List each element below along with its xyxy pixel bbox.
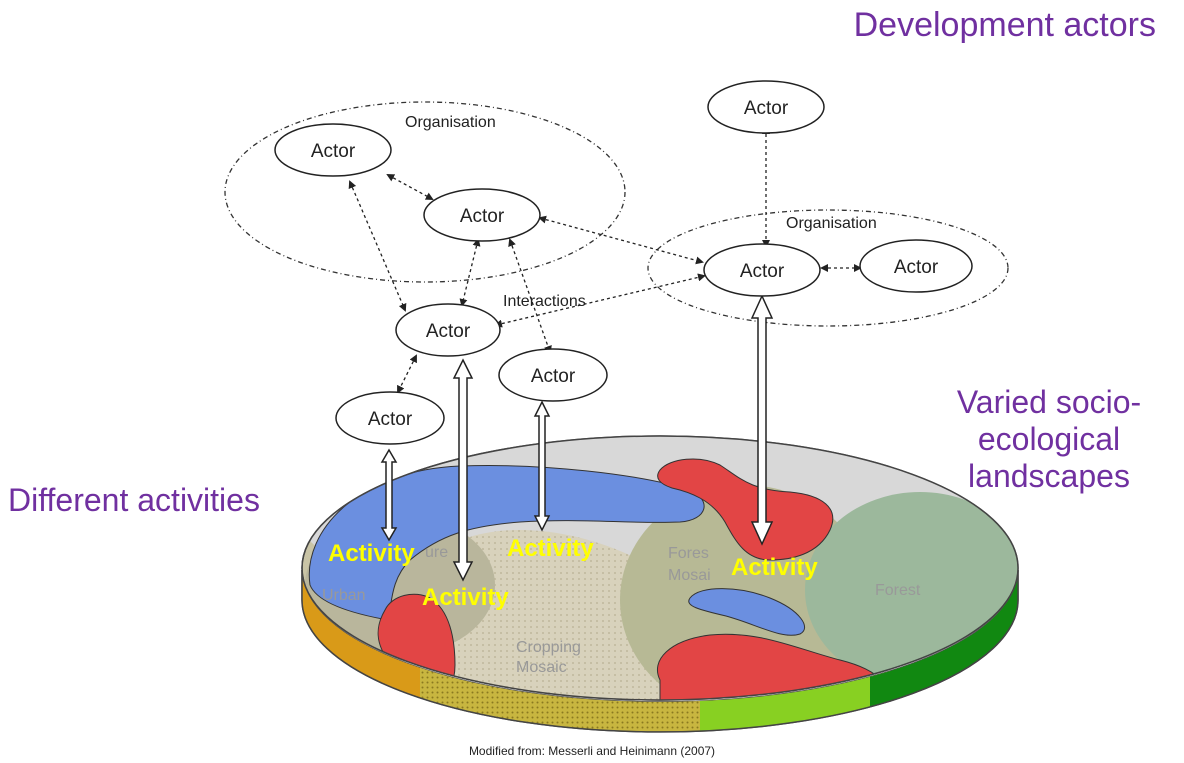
organisation-label-right: Organisation [786, 215, 877, 232]
zone-label-forest: Forest [875, 582, 921, 599]
actor-node-3: Actor [335, 391, 445, 445]
actor-label: Actor [426, 321, 471, 342]
zone-label-urban: Urban [322, 587, 366, 604]
landscape-disc: Urban ure Fores Mosai Cropping Mosaic Fo… [301, 435, 1019, 701]
arrow-actor4-actor3 [397, 354, 417, 394]
arrow-actor1-actor4 [348, 180, 407, 312]
actor-label: Actor [894, 257, 939, 278]
actor-node-4: Actor [395, 303, 501, 357]
label-line-2: ecological [977, 421, 1121, 458]
actor-label: Actor [744, 98, 789, 119]
actor-node-8: Actor [703, 243, 821, 297]
actor-label: Actor [311, 141, 356, 162]
activity-label-1: Activity [328, 540, 415, 567]
actor-label: Actor [740, 261, 785, 282]
zone-label-forest-mosaic-1: Fores [668, 545, 709, 562]
arrow-actor2-actor8 [538, 215, 704, 265]
arrow-actor1-actor2 [386, 174, 434, 200]
actor-node-7: Actor [707, 80, 825, 134]
arrow-actor2-actor4 [459, 238, 481, 307]
block-arrow-actor3 [380, 448, 398, 542]
activity-label-2: Activity [507, 535, 594, 562]
water-body-small [688, 588, 806, 636]
diagram-title: Development actors [853, 6, 1156, 44]
activity-arrows [380, 294, 774, 582]
zone-label-cropping-1: Cropping [516, 639, 581, 656]
actor-node-9: Actor [859, 239, 973, 293]
red-patch-top [657, 458, 834, 561]
zone-label-forest-mosaic-2: Mosai [668, 567, 711, 584]
activity-label-3: Activity [422, 584, 509, 611]
block-arrow-actor4 [452, 358, 474, 582]
actor-node-5: Actor [498, 348, 608, 402]
actor-label: Actor [531, 366, 576, 387]
block-arrow-actor8 [750, 294, 774, 546]
block-arrow-actor5 [533, 400, 551, 532]
source-caption: Modified from: Messerli and Heinimann (2… [468, 744, 716, 758]
organisation-label-left: Organisation [405, 114, 496, 131]
zone-label-cropping-2: Mosaic [516, 659, 567, 676]
label-line-1: Varied socio- [956, 384, 1142, 420]
actor-label: Actor [368, 409, 413, 430]
organisation-group-right: Organisation [647, 209, 1009, 327]
actor-node-1: Actor [274, 123, 392, 177]
arrow-actor2-actor5 [508, 238, 552, 354]
label-different-activities: Different activities [8, 482, 260, 518]
label-line-3: landscapes [968, 458, 1130, 495]
actor-node-2: Actor [423, 188, 541, 242]
activity-label-4: Activity [731, 554, 818, 581]
interaction-arrows [348, 126, 862, 394]
label-socio-ecological-landscapes: Varied socio- ecological landscapes [924, 384, 1174, 495]
organisation-group-left: Organisation [224, 101, 626, 283]
water-body-large [308, 465, 705, 621]
zone-label-pasture: ure [425, 544, 448, 561]
actor-label: Actor [460, 206, 505, 227]
